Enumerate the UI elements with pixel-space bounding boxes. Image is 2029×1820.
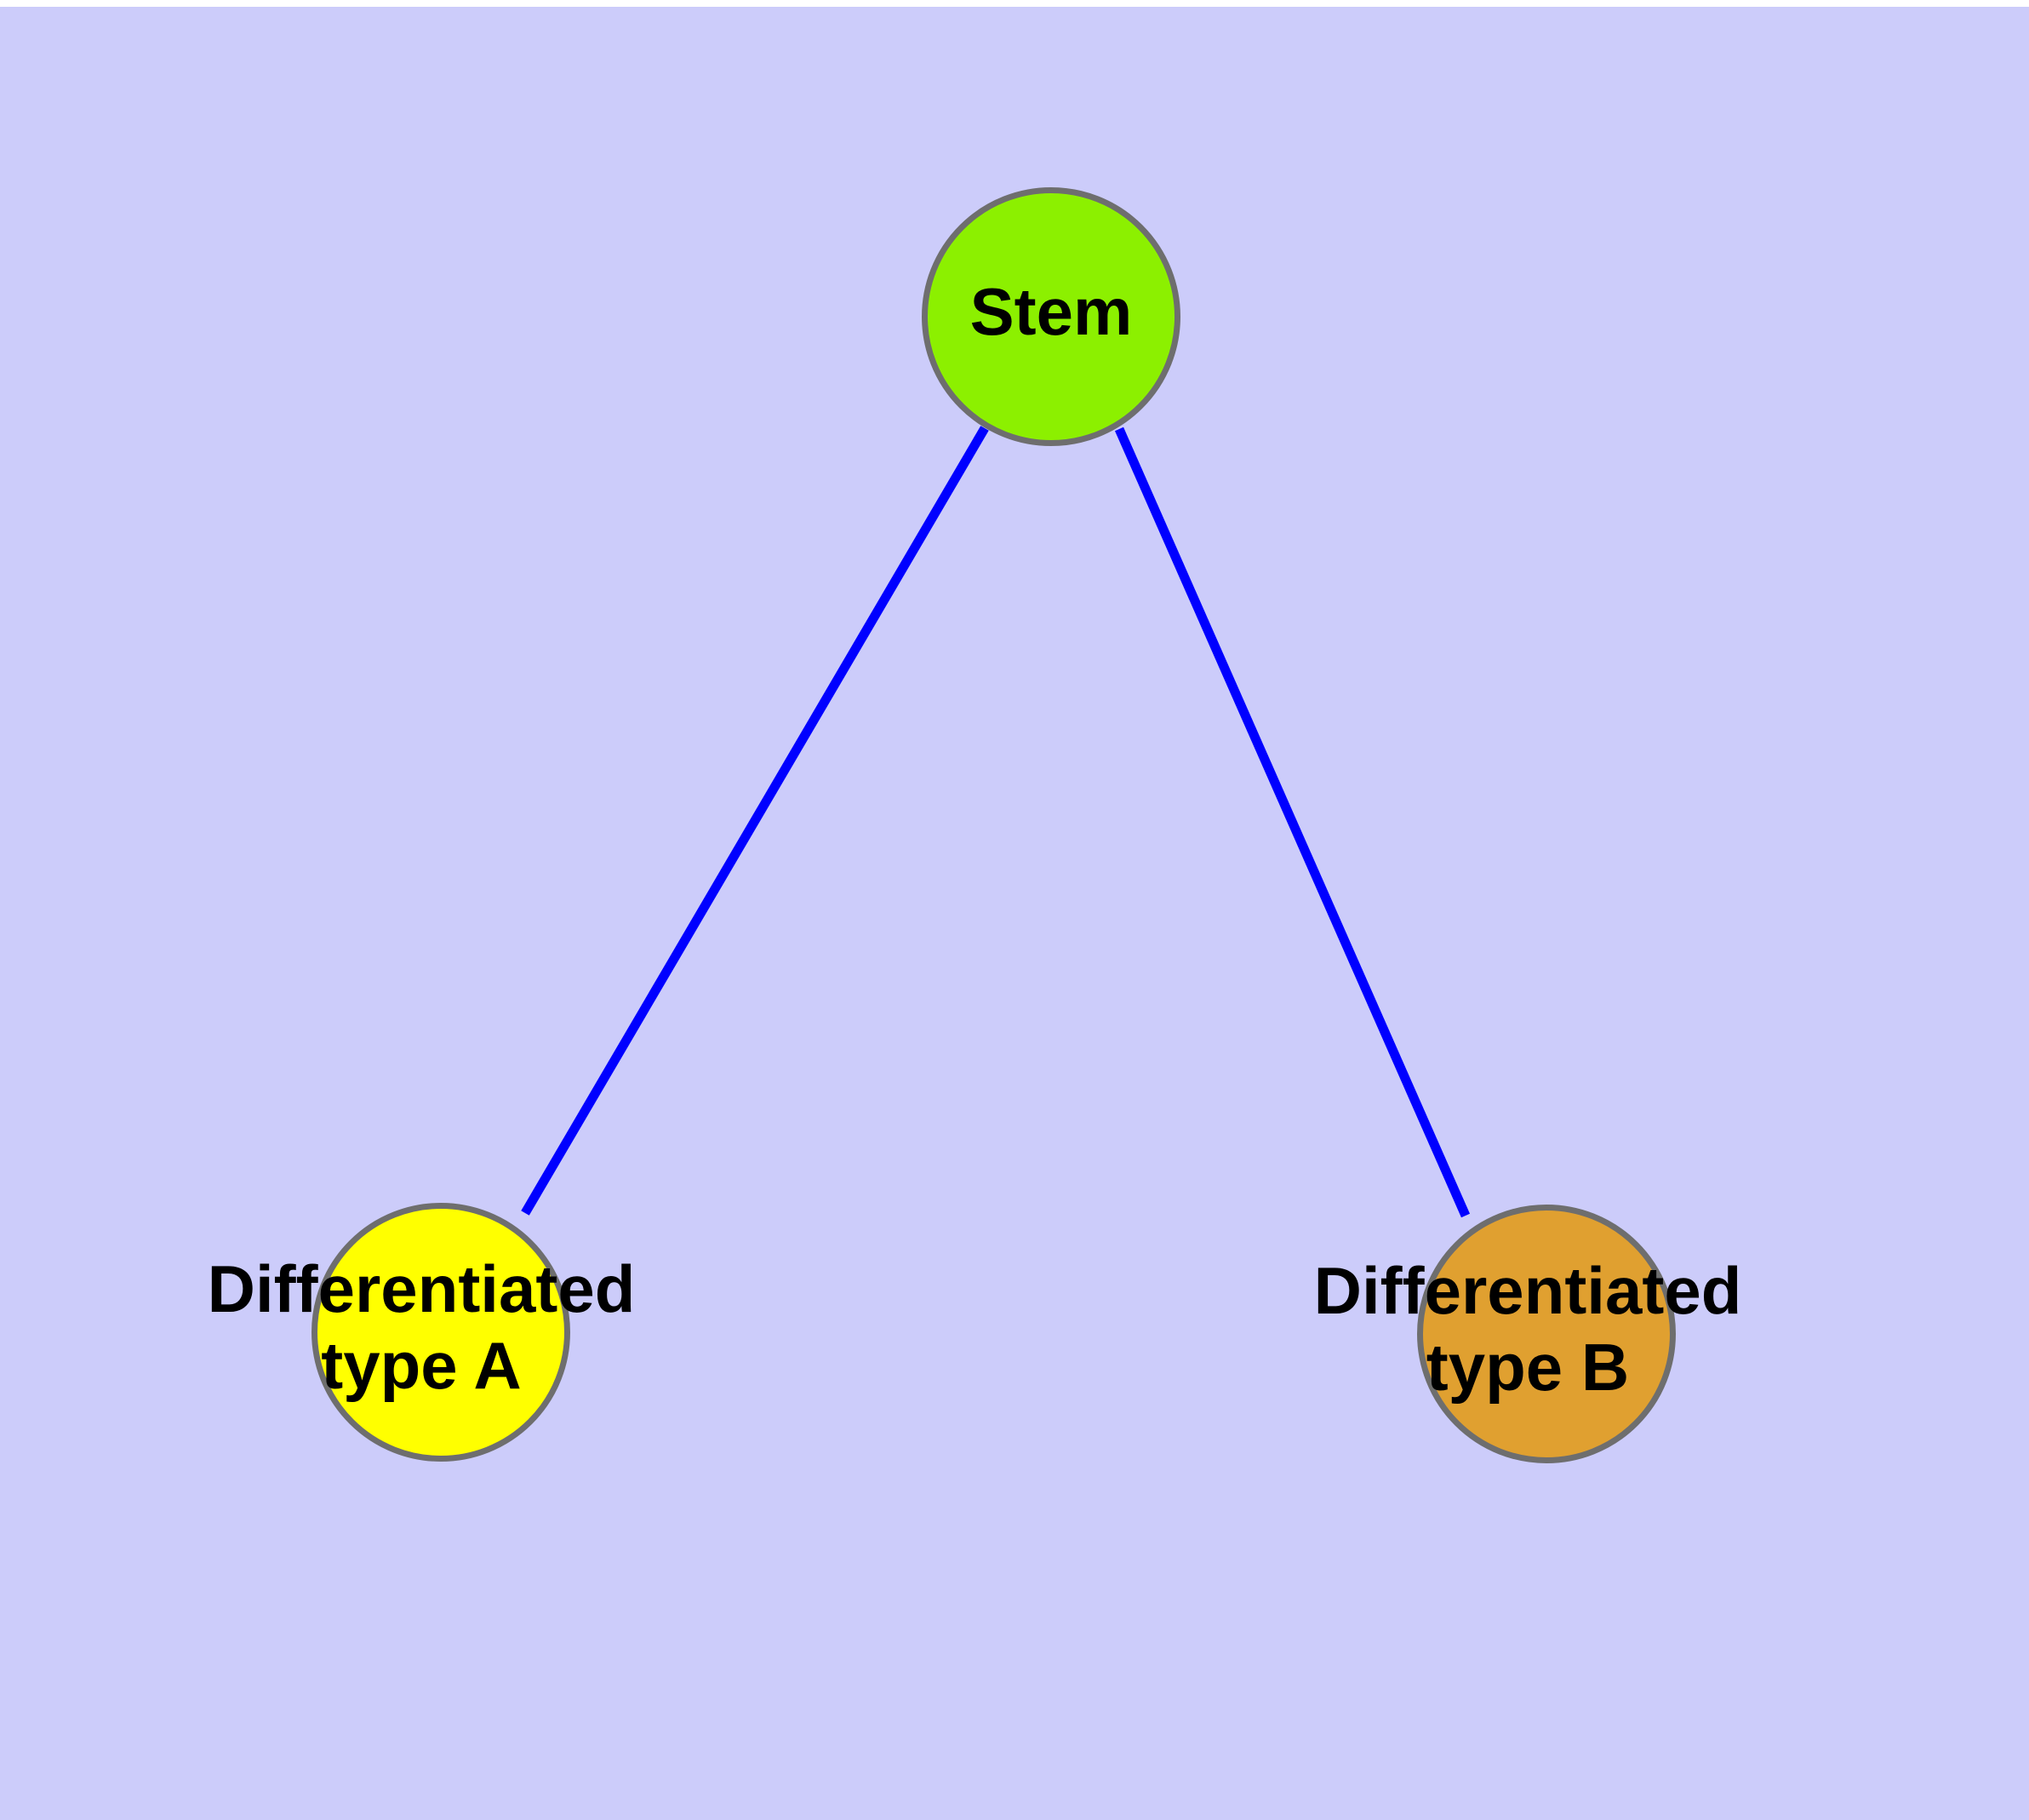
- graph-edge-stem-to-a[interactable]: [521, 426, 989, 1216]
- node-label-line: Differentiated: [1314, 1252, 1742, 1327]
- node-circle-stem[interactable]: [922, 187, 1180, 446]
- node-circle-diff_a[interactable]: [311, 1203, 570, 1462]
- node-label-line: type A: [321, 1328, 522, 1403]
- edges-layer: [521, 426, 1471, 1218]
- node-label-line: type B: [1426, 1330, 1629, 1405]
- node-label-line: Differentiated: [208, 1251, 636, 1325]
- node-label-line: Stem: [970, 274, 1133, 349]
- node-circle-diff_b[interactable]: [1417, 1205, 1676, 1463]
- node-label-stem: Stem: [970, 274, 1133, 349]
- graph-edge-stem-to-b[interactable]: [1114, 426, 1471, 1218]
- graph-node-stem[interactable]: Stem: [922, 187, 1180, 446]
